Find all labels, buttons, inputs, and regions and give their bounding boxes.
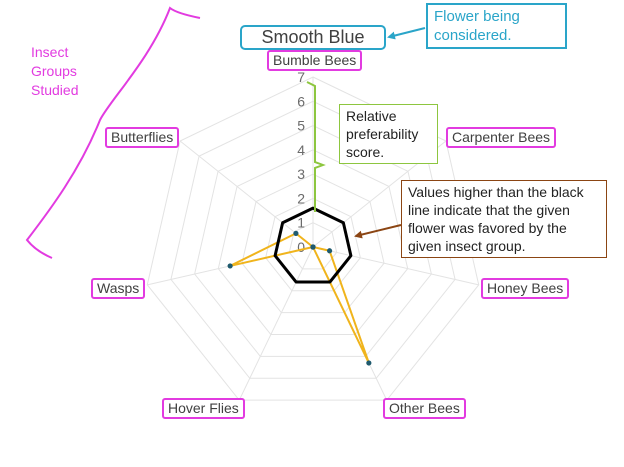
radial-tick-label: 5 — [297, 118, 305, 134]
grid-ring — [217, 149, 409, 336]
baseline-series-line — [273, 206, 353, 284]
radial-tick-label: 6 — [297, 93, 305, 109]
insect-groups-brace — [25, 6, 201, 259]
grid-ring — [170, 100, 456, 379]
baseline-arrow — [354, 224, 402, 239]
category-label-carpenter-bees: Carpenter Bees — [446, 127, 557, 148]
preference-data-point — [227, 263, 233, 269]
grid-ring — [146, 76, 480, 401]
category-label-hover-flies: Hover Flies — [162, 398, 245, 419]
radial-tick-label: 4 — [297, 142, 305, 158]
preference-data-point — [293, 230, 299, 236]
radial-tick-label: 2 — [297, 190, 305, 206]
grid-ring — [265, 197, 361, 292]
radial-tick-label: 0 — [297, 239, 305, 255]
title-arrow — [387, 27, 426, 40]
category-label-wasps: Wasps — [91, 278, 146, 299]
category-label-other-bees: Other Bees — [383, 398, 466, 419]
preference-data-point — [326, 248, 333, 254]
insect-groups-note: Insect Groups Studied — [31, 44, 79, 98]
radial-tick-label: 3 — [297, 166, 305, 182]
radial-tick-label: 1 — [297, 215, 305, 231]
grid-spoke — [312, 246, 479, 286]
preference-data-point — [310, 244, 316, 250]
axis-note: Relative preferability score. — [339, 104, 438, 164]
preference-data-point — [366, 360, 372, 366]
axis-bracket — [306, 81, 326, 212]
baseline-note: Values higher than the black line indica… — [401, 180, 607, 258]
grid-ring — [241, 173, 385, 314]
category-label-bumble-bees: Bumble Bees — [267, 50, 363, 71]
category-label-butterflies: Butterflies — [105, 127, 180, 148]
title-note: Flower being considered. — [426, 3, 567, 49]
grid-spoke — [238, 246, 314, 401]
chart-title: Smooth Blue Aster — [240, 25, 386, 68]
grid-spoke — [179, 140, 314, 248]
radial-tick-label: 7 — [297, 69, 305, 85]
category-label-honey-bees: Honey Bees — [481, 278, 570, 299]
